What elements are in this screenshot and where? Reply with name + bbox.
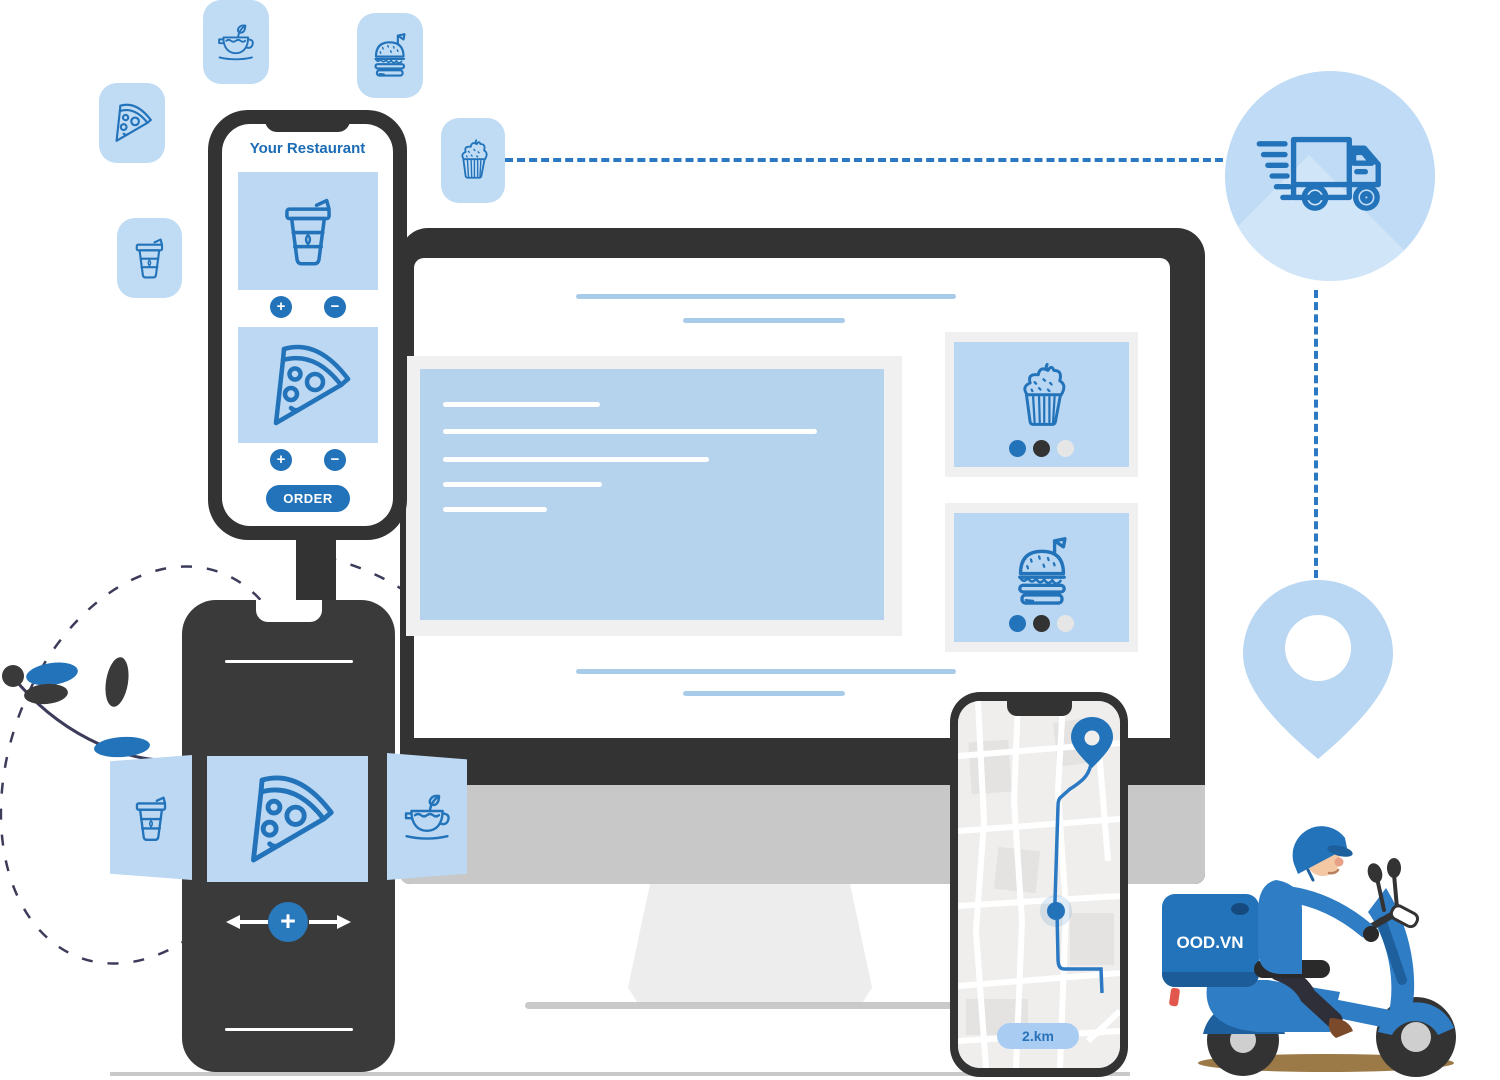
teacup-icon (404, 794, 450, 840)
carousel-dot[interactable] (1033, 439, 1050, 457)
pizza-slice-icon (232, 765, 344, 873)
carousel-dots (1009, 439, 1074, 457)
carousel-dot[interactable] (1057, 439, 1074, 457)
delivery-box-label: OOD.VN (1176, 933, 1243, 952)
coffee-cup-icon (135, 238, 164, 279)
placeholder-footer-line (683, 691, 845, 696)
cupcake-icon (1022, 362, 1065, 426)
delivery-box: OOD.VN (1162, 894, 1259, 1007)
carousel-dot-active[interactable] (1009, 439, 1026, 457)
carousel-dot[interactable] (1033, 614, 1050, 632)
quantity-controls: + − (238, 449, 378, 471)
delivery-truck-icon (1255, 121, 1405, 231)
floating-food-chip (99, 83, 165, 163)
distance-badge: 2.km (997, 1023, 1079, 1049)
carousel-dot[interactable] (1057, 614, 1074, 632)
hero-text-line (443, 402, 600, 407)
monitor-stand-base (525, 1002, 953, 1009)
quantity-controls: + − (238, 296, 378, 318)
pizza-slice-icon (115, 103, 153, 143)
cupcake-icon (461, 139, 488, 179)
product-card-pizza[interactable] (238, 327, 378, 443)
coffee-cup-icon (285, 198, 331, 266)
delivery-scooter-rider: OOD.VN (1162, 826, 1456, 1077)
carousel-right-arrow[interactable] (309, 913, 353, 931)
hero-text-line (443, 482, 602, 487)
courier-dot-icon (1047, 902, 1065, 920)
floating-food-chip (441, 118, 505, 203)
burger-icon (1017, 536, 1067, 605)
ground-line (110, 1072, 1130, 1076)
phone-notch (265, 110, 350, 132)
carousel-card-pizza[interactable] (207, 756, 368, 882)
site-product-card-image (954, 342, 1129, 467)
helmet (1292, 826, 1347, 874)
plus-button[interactable]: + (270, 296, 292, 318)
phone-notch (1007, 701, 1072, 716)
product-card-coffee[interactable] (238, 172, 378, 290)
burger-icon (374, 33, 406, 77)
site-product-card-image (954, 513, 1129, 642)
phone-notch (256, 600, 322, 622)
fast-delivery-badge (1225, 71, 1435, 281)
order-button[interactable]: ORDER (266, 485, 350, 512)
coffee-cup-icon (135, 796, 167, 841)
hero-text-line (443, 457, 709, 462)
teacup-icon (218, 24, 255, 61)
phone-status-line (225, 660, 353, 663)
site-product-card-burger[interactable] (945, 503, 1138, 652)
truck-to-pin-dashed-connector (1314, 290, 1318, 578)
order-to-truck-dashed-connector (505, 158, 1235, 162)
floating-food-chip (203, 0, 269, 84)
carousel-dot-active[interactable] (1009, 614, 1026, 632)
location-pin-icon (1243, 580, 1393, 759)
carousel-dots (1009, 614, 1074, 632)
placeholder-subheading-line (683, 318, 845, 323)
phone-status-line (225, 1028, 353, 1031)
minus-button[interactable]: − (324, 449, 346, 471)
site-product-card-cupcake[interactable] (945, 332, 1138, 477)
monitor-stand-neck (628, 884, 872, 1003)
pizza-slice-icon (256, 335, 360, 435)
restaurant-title: Your Restaurant (249, 140, 366, 157)
plus-button[interactable]: + (270, 449, 292, 471)
carousel-card-coffee[interactable] (110, 755, 192, 880)
placeholder-heading-line (576, 294, 956, 299)
carousel-card-teacup[interactable] (387, 753, 467, 880)
hero-text-line (443, 507, 547, 512)
carousel-left-arrow[interactable] (224, 913, 268, 931)
floating-food-chip (117, 218, 182, 298)
plant-sprig (2, 657, 159, 762)
destination-pin-icon (1071, 717, 1113, 768)
hero-text-line (443, 429, 817, 434)
hero-banner (420, 369, 884, 620)
city-map (958, 701, 1120, 1068)
map-view[interactable] (958, 701, 1120, 1068)
add-item-button[interactable]: + (268, 902, 308, 942)
placeholder-footer-line (576, 669, 956, 674)
minus-button[interactable]: − (324, 296, 346, 318)
floating-food-chip (357, 13, 423, 98)
route-line (1053, 758, 1104, 994)
